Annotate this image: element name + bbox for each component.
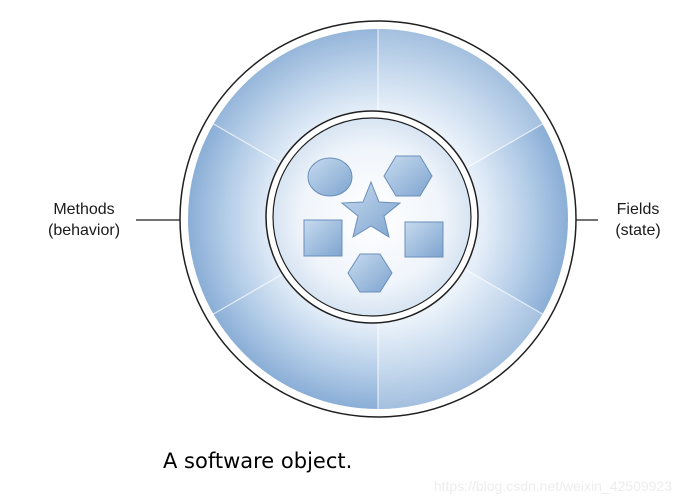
square-shape-right (404, 221, 444, 258)
hexagon-shape-top (383, 155, 433, 197)
hexagon-shape-bottom (347, 253, 393, 293)
figure-caption: A software object. (163, 449, 353, 473)
state-shapes (303, 155, 444, 293)
methods-label-line1: Methods (53, 201, 115, 218)
ellipse-shape (307, 157, 353, 197)
square-shape-left (303, 219, 343, 257)
fields-label-line1: Fields (616, 201, 660, 218)
fields-label: Fields (state) (596, 199, 680, 241)
fields-label-line2: (state) (615, 222, 661, 239)
methods-label-line2: (behavior) (47, 222, 121, 239)
star-shape (340, 180, 402, 239)
methods-label: Methods (behavior) (34, 199, 134, 241)
watermark-text: https://blog.csdn.net/weixin_42509923 (433, 478, 672, 494)
